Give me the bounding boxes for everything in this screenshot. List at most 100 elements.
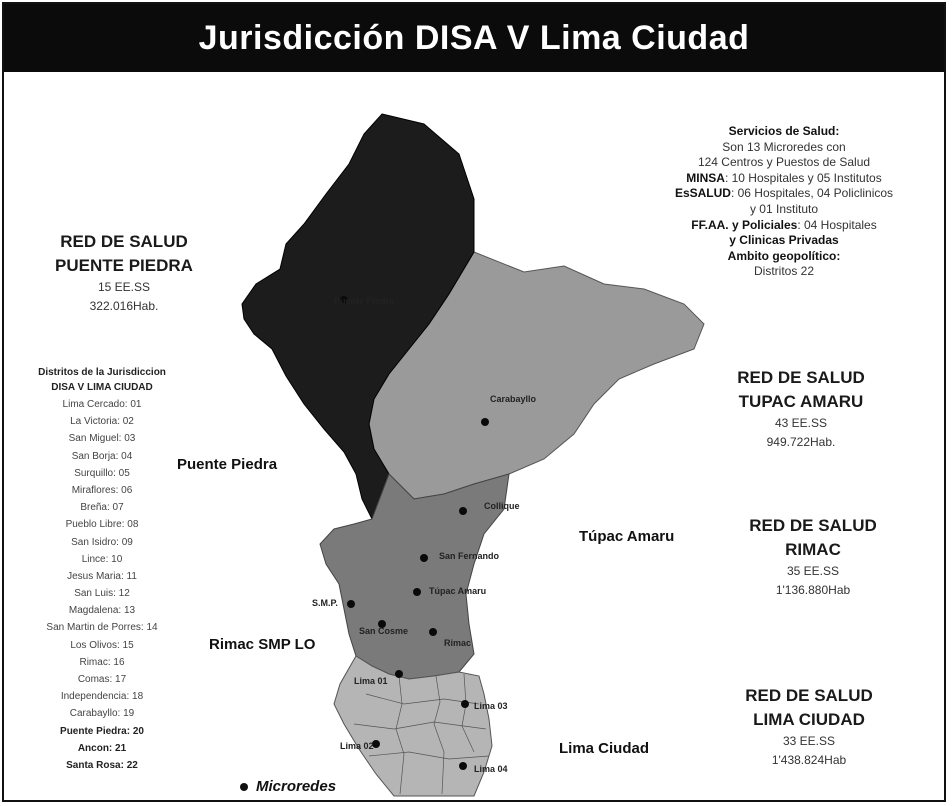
servicios-prefix: FF.AA. y Policiales	[691, 217, 798, 232]
distrito-item: San Miguel: 03	[68, 433, 136, 445]
red-hab: 1'136.880Hab	[775, 582, 851, 597]
servicios-line: Distritos 22	[753, 264, 815, 279]
microred-dot[interactable]	[459, 762, 467, 770]
distrito-item: Puente Piedra: 20	[60, 725, 144, 737]
red-rimac: RED DE SALUD RIMAC 35 EE.SS 1'136.880Hab	[698, 514, 928, 600]
microred-label: Lima 04	[474, 764, 508, 774]
distrito-item: Los Olivos: 15	[70, 639, 134, 651]
red-eess: 43 EE.SS	[774, 415, 828, 430]
distrito-item: San Isidro: 09	[71, 536, 133, 548]
red-title: RED DE SALUD	[749, 516, 877, 535]
red-name: PUENTE PIEDRA	[55, 255, 193, 275]
red-eess: 33 EE.SS	[782, 733, 836, 748]
distrito-item: Santa Rosa: 22	[66, 759, 138, 771]
microred-label: San Cosme	[359, 626, 408, 636]
distrito-item: Magdalena: 13	[68, 605, 136, 617]
microred-dot[interactable]	[481, 418, 489, 426]
microred-dot[interactable]	[378, 620, 386, 628]
red-name: LIMA CIUDAD	[753, 709, 865, 729]
microred-label: Lima 01	[354, 676, 388, 686]
microred-dot[interactable]	[413, 588, 421, 596]
distrito-item: Lince: 10	[81, 553, 123, 565]
microred-markers: Puente Piedra Carabayllo Collique San Fe…	[312, 296, 537, 774]
red-hab: 322.016Hab.	[89, 298, 159, 313]
red-hab: 949.722Hab.	[766, 434, 836, 449]
legend-label: Microredes	[256, 778, 337, 795]
region-puente-piedra[interactable]	[241, 113, 475, 521]
servicios-text: : 04 Hospitales	[797, 217, 877, 232]
region-rimac[interactable]	[319, 473, 510, 680]
distritos-heading: Distritos de la Jurisdiccion	[38, 367, 166, 378]
servicios-de-salud-block: Servicios de Salud: Son 13 Microredes co…	[604, 124, 944, 280]
distritos-heading: DISA V LIMA CIUDAD	[51, 382, 153, 393]
distrito-item: San Luis: 12	[74, 588, 130, 600]
microred-label: Lima 03	[474, 701, 508, 711]
servicios-line: EsSALUD: 06 Hospitales, 04 Policlinicos	[604, 186, 944, 202]
servicios-prefix: MINSA	[686, 170, 725, 185]
microred-dot[interactable]	[395, 670, 403, 678]
microred-label: Carabayllo	[490, 394, 537, 404]
district-lines	[353, 673, 490, 795]
red-title: RED DE SALUD	[737, 368, 865, 387]
distrito-item: Breña: 07	[80, 502, 124, 514]
distritos-items: Lima Cercado: 01 La Victoria: 02 San Migue…	[12, 396, 192, 774]
distrito-item: Ancon: 21	[77, 742, 127, 754]
red-title: RED DE SALUD	[60, 232, 188, 251]
microred-dot[interactable]	[372, 740, 380, 748]
microred-dot[interactable]	[420, 554, 428, 562]
distrito-item: Surquillo: 05	[74, 467, 130, 479]
region-label-puente-piedra: Puente Piedra	[177, 456, 278, 473]
distrito-item: Jesus Maria: 11	[67, 570, 137, 582]
red-title: RED DE SALUD	[745, 686, 873, 705]
microred-dot[interactable]	[459, 507, 467, 515]
red-name: TUPAC AMARU	[738, 391, 864, 411]
servicios-line: Ambito geopolítico:	[727, 248, 841, 263]
distrito-item: Carabayllo: 19	[69, 708, 135, 720]
microred-label: Túpac Amaru	[429, 586, 486, 596]
red-eess: 15 EE.SS	[97, 279, 151, 294]
distrito-item: La Victoria: 02	[70, 416, 134, 428]
distrito-item: Lima Cercado: 01	[62, 399, 142, 410]
microred-dot[interactable]	[461, 700, 469, 708]
distrito-item: Miraflores: 06	[71, 484, 133, 496]
region-label-lima-ciudad: Lima Ciudad	[559, 740, 650, 757]
red-hab: 1'438.824Hab	[771, 752, 847, 767]
jurisdiction-map: Puente Piedra Carabayllo Collique San Fe…	[241, 113, 705, 797]
microred-label: Rimac	[444, 638, 471, 648]
legend: Microredes	[240, 778, 336, 795]
microred-label: S.M.P.	[312, 598, 338, 608]
distrito-item: Independencia: 18	[60, 691, 144, 703]
distritos-list: Distritos de la Jurisdiccion DISA V LIMA…	[12, 366, 192, 774]
servicios-line: FF.AA. y Policiales: 04 Hospitales	[604, 217, 944, 234]
red-tupac-amaru: RED DE SALUD TUPAC AMARU 43 EE.SS 949.72…	[686, 366, 916, 452]
microred-dot[interactable]	[347, 600, 355, 608]
red-name: RIMAC	[785, 539, 841, 559]
distrito-item: Pueblo Libre: 08	[65, 519, 139, 531]
region-label-rimac: Rimac SMP LO	[209, 636, 316, 653]
microred-dot-icon	[240, 782, 248, 791]
page-title: Jurisdicción DISA V Lima Ciudad	[4, 4, 944, 72]
servicios-text: : 10 Hospitales y 05 Institutos	[724, 170, 882, 185]
microred-dot[interactable]	[429, 628, 437, 636]
microred-label: Collique	[484, 501, 520, 511]
microred-label: San Fernando	[439, 551, 500, 561]
servicios-line: Son 13 Microredes con	[722, 139, 846, 154]
microred-dot[interactable]	[340, 296, 348, 304]
red-lima-ciudad: RED DE SALUD LIMA CIUDAD 33 EE.SS 1'438.…	[694, 684, 924, 770]
distrito-item: San Borja: 04	[71, 450, 133, 462]
red-puente-piedra: RED DE SALUD PUENTE PIEDRA 15 EE.SS 322.…	[9, 230, 239, 316]
microred-label: Lima 02	[340, 741, 374, 751]
distrito-item: Comas: 17	[77, 674, 127, 685]
servicios-line: Servicios de Salud:	[728, 124, 840, 138]
servicios-line: y Clinicas Privadas	[729, 233, 839, 248]
servicios-line: MINSA: 10 Hospitales y 05 Institutos	[604, 170, 944, 187]
servicios-prefix: EsSALUD	[674, 186, 731, 201]
servicios-line: y 01 Instituto	[749, 201, 819, 216]
microred-label: Puente Piedra	[334, 296, 395, 306]
red-eess: 35 EE.SS	[786, 563, 840, 578]
distrito-item: Rimac: 16	[79, 656, 125, 668]
region-label-tupac-amaru: Túpac Amaru	[579, 528, 675, 545]
servicios-line: 124 Centros y Puestos de Salud	[697, 155, 871, 170]
servicios-text: : 06 Hospitales, 04 Policlinicos	[730, 186, 894, 201]
